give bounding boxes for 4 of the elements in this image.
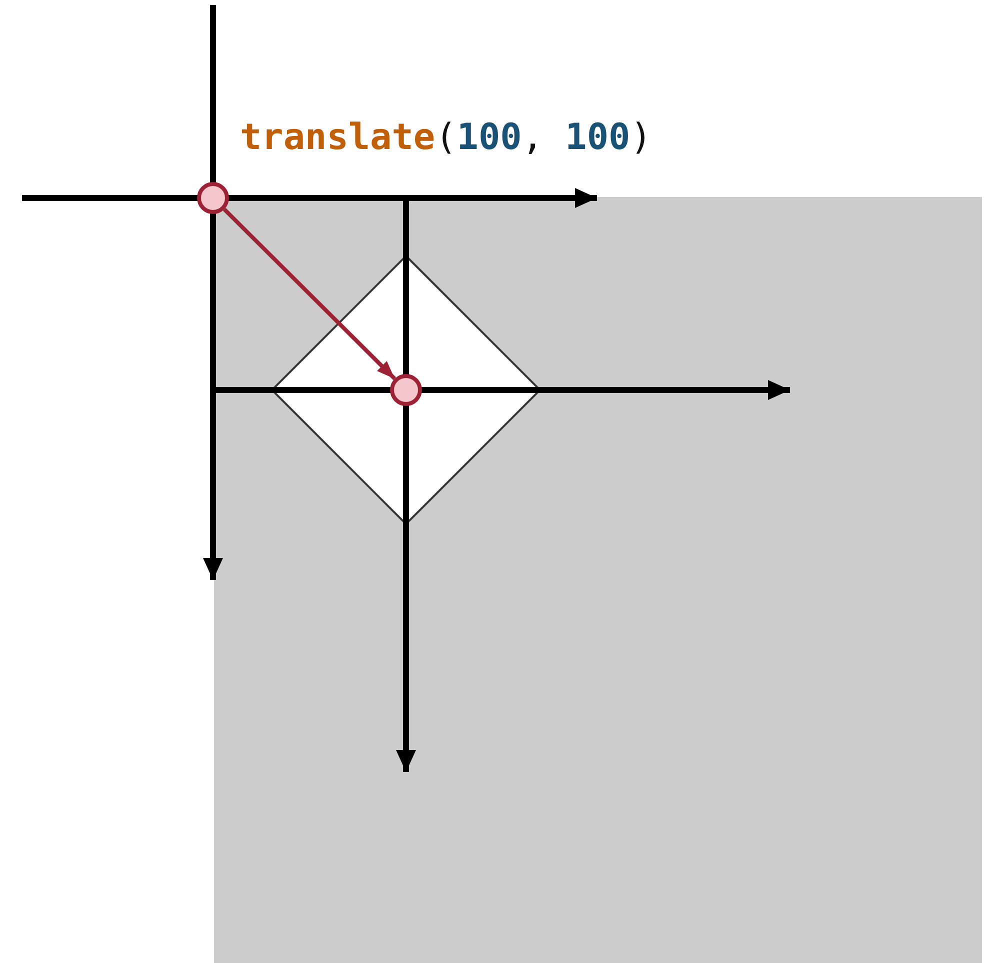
arrow <box>222 208 396 380</box>
code-text: translate(100, 100) <box>240 116 652 160</box>
origin-marker <box>390 374 422 406</box>
origin-marker <box>197 182 229 214</box>
